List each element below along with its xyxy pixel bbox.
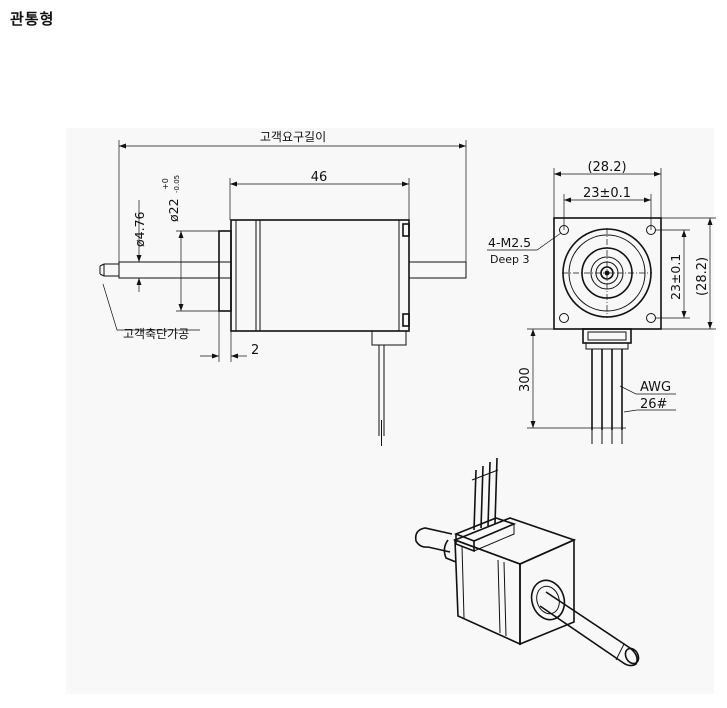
label-width-outer: (28.2) [587, 160, 626, 175]
iso-front-boss [530, 579, 566, 621]
connector [371, 330, 407, 346]
iso-shaft-rear [414, 527, 453, 553]
iso-wire-2 [480, 465, 484, 529]
isometric-view [414, 457, 640, 667]
label-boss-tol-upper: +0 [161, 178, 170, 190]
label-boss-height: 2 [251, 343, 259, 358]
iso-wire-1 [473, 469, 477, 531]
leader-shaft-end [102, 283, 200, 331]
label-hole-pitch-v: 23±0.1 [668, 254, 683, 300]
iso-left-face [454, 538, 521, 646]
mount-hole-bl [559, 313, 569, 323]
iso-wire-3 [487, 461, 491, 527]
label-shaft-end: 고객축단가공 [123, 327, 189, 341]
page-title: 관통형 [10, 10, 55, 28]
label-body-length: 46 [311, 170, 328, 185]
side-connector [582, 328, 632, 344]
iso-shaft-front [539, 591, 638, 667]
side-view: (28.2) 23±0.1 (28.2) 23±0.1 [487, 160, 716, 444]
label-boss-tol-lower: -0.05 [173, 175, 181, 193]
label-hole-pitch: 23±0.1 [583, 186, 631, 201]
front-view: 고객요구길이 46 ø4.76 [99, 130, 467, 446]
leader-tap [487, 232, 562, 251]
mount-hole-br [646, 313, 656, 323]
label-shaft-dia: ø4.76 [132, 211, 147, 247]
label-length-required: 고객요구길이 [260, 130, 326, 144]
label-tap-depth: Deep 3 [490, 253, 529, 266]
leader-awg [619, 385, 676, 395]
label-lead-length: 300 [518, 367, 533, 392]
mount-hole-tl [559, 225, 569, 235]
label-tap: 4-M2.5 [488, 235, 531, 250]
motor-body [230, 219, 410, 332]
iso-wire-4 [494, 457, 498, 525]
drawing-area [66, 128, 714, 694]
label-awg-size: 26# [640, 397, 667, 412]
boss [218, 230, 232, 312]
shaft-left [118, 261, 232, 279]
iso-front-face [519, 538, 575, 646]
label-height-outer: (28.2) [695, 257, 710, 296]
shaft-right [408, 261, 467, 279]
label-boss-dia: ø22 [166, 198, 181, 222]
label-awg: AWG [640, 380, 671, 395]
